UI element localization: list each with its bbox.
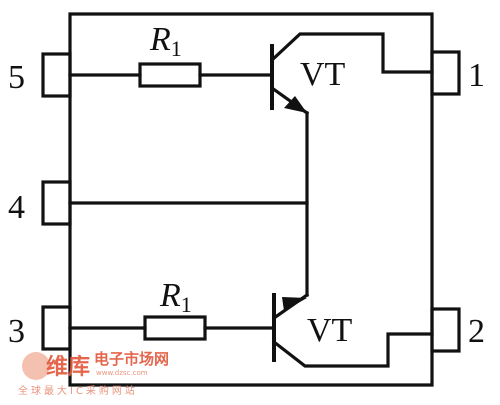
- watermark-logo-icon: [22, 352, 50, 380]
- pin-2-label: 2: [468, 313, 485, 350]
- pin-1-tab: [430, 50, 461, 96]
- upper-collector-wire: [269, 32, 434, 74]
- pin-2-tab: [430, 307, 461, 353]
- lower-emitter-arrow: [282, 297, 307, 311]
- watermark: 维库 电子市场网 www.dzsc.com 全球最大IC采购网站: [18, 350, 169, 397]
- watermark-brand: 维库: [46, 354, 90, 380]
- watermark-line2: 全球最大IC采购网站: [18, 384, 138, 397]
- pin-5-tab: [41, 52, 72, 98]
- upper-transistor-label: VT: [300, 56, 346, 93]
- lower-resistor-label: R1: [159, 277, 192, 317]
- upper-resistor-label: R1: [149, 21, 182, 61]
- lower-resistor: [143, 315, 207, 341]
- pin-3-tab: [41, 305, 72, 351]
- upper-resistor: [138, 62, 202, 88]
- package-outline: [68, 12, 434, 387]
- upper-emitter-arrow: [284, 96, 307, 113]
- pin-4-tab: [41, 180, 72, 226]
- watermark-line1: 电子市场网: [94, 350, 169, 368]
- pin-4-label: 4: [8, 189, 25, 226]
- pin-1-label: 1: [468, 57, 485, 94]
- lower-emitter-wire: [271, 332, 434, 368]
- pin-5-label: 5: [8, 59, 25, 96]
- lower-transistor-label: VT: [307, 312, 353, 349]
- watermark-url: www.dzsc.com: [96, 369, 148, 377]
- pin-3-label: 3: [8, 313, 25, 350]
